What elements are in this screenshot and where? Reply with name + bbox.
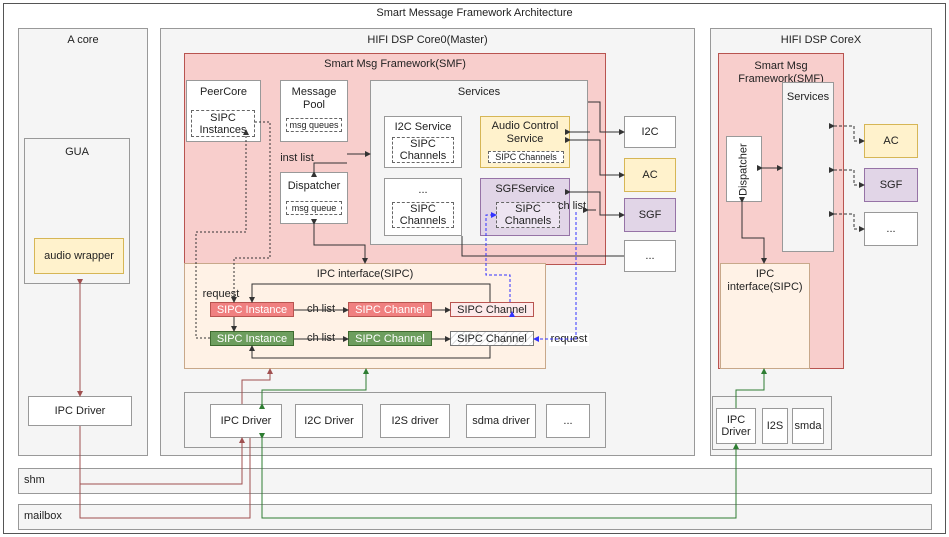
ac-sipc-channels: SIPC Channels [488,151,564,163]
corex-dispatcher-label: Dispatcher [737,143,750,196]
more-box: ... [624,240,676,272]
core0-more-driver: ... [546,404,590,438]
request-label-right: request [549,333,589,347]
ellipsis-sipc-channels: SIPC Channels [392,202,454,228]
diagram-title: Smart Message Framework Architecture [376,7,573,19]
i2c-sipc-channels: SIPC Channels [392,137,454,163]
audio-control-service-title: Audio Control Service [491,120,559,146]
services-title: Services [457,86,501,98]
ch-list-label-green: ch list [306,332,336,344]
sipc-channel-red-dest: SIPC Channel [450,302,534,317]
corex-title: HIFI DSP CoreX [780,34,862,46]
sgf-box: SGF [624,198,676,232]
message-pool-title: Message Pool [291,86,337,112]
corex-ipc-interface-box [720,263,810,369]
corex-ipc-driver: IPC Driver [716,408,756,444]
ellipsis-service-title: ... [418,184,428,196]
corex-ipc-interface-title: IPC interface(SIPC) [727,268,803,294]
core0-ipc-interface-title: IPC interface(SIPC) [316,268,414,280]
corex-more-box: ... [864,212,918,246]
core0-sdma-driver: sdma driver [466,404,536,438]
audio-wrapper-box: audio wrapper [34,238,124,274]
ch-list-label-sgf: ch list [557,200,587,212]
i2c-service-title: I2C Service [394,121,452,133]
sipc-channel-red: SIPC Channel [348,302,432,317]
outer-frame [3,3,946,534]
inst-list-label: inst list [280,152,314,164]
corex-sgf-box: SGF [864,168,918,202]
corex-services-box [782,82,834,252]
sgf-sipc-channels: SIPC Channels [496,202,560,228]
corex-i2s-driver: I2S [762,408,788,444]
shm-bar [18,468,932,494]
core0-i2c-driver: I2C Driver [295,404,363,438]
peercore-title: PeerCore [199,86,248,98]
dispatcher-title: Dispatcher [287,180,341,192]
ac-box: AC [624,158,676,192]
core0-i2s-driver: I2S driver [380,404,450,438]
gua-title: GUA [65,146,89,158]
corex-smda-driver: smda [792,408,824,444]
mailbox-label: mailbox [24,510,62,522]
core0-ipc-driver: IPC Driver [210,404,282,438]
request-label-top: request [202,288,240,300]
corex-services-title: Services [786,91,830,103]
core0-smf-title: Smart Msg Framework(SMF) [324,58,466,70]
msg-queues-box: msg queues [286,118,342,132]
msg-queue-box: msg queue [286,201,342,215]
shm-label: shm [24,474,45,486]
i2c-box: I2C [624,116,676,148]
sipc-instances-box: SIPC Instances [191,110,255,137]
sipc-instance-red: SIPC Instance [210,302,294,317]
core0-title: HIFI DSP Core0(Master) [367,34,488,46]
mailbox-bar [18,504,932,530]
a-core-ipc-driver: IPC Driver [28,396,132,426]
corex-ac-box: AC [864,124,918,158]
sgf-service-title: SGFService [495,183,555,195]
sipc-instance-green: SIPC Instance [210,331,294,346]
a-core-title: A core [67,34,99,46]
sipc-channel-green-dest: SIPC Channel [450,331,534,346]
ch-list-label-red: ch list [306,303,336,315]
sipc-channel-green: SIPC Channel [348,331,432,346]
